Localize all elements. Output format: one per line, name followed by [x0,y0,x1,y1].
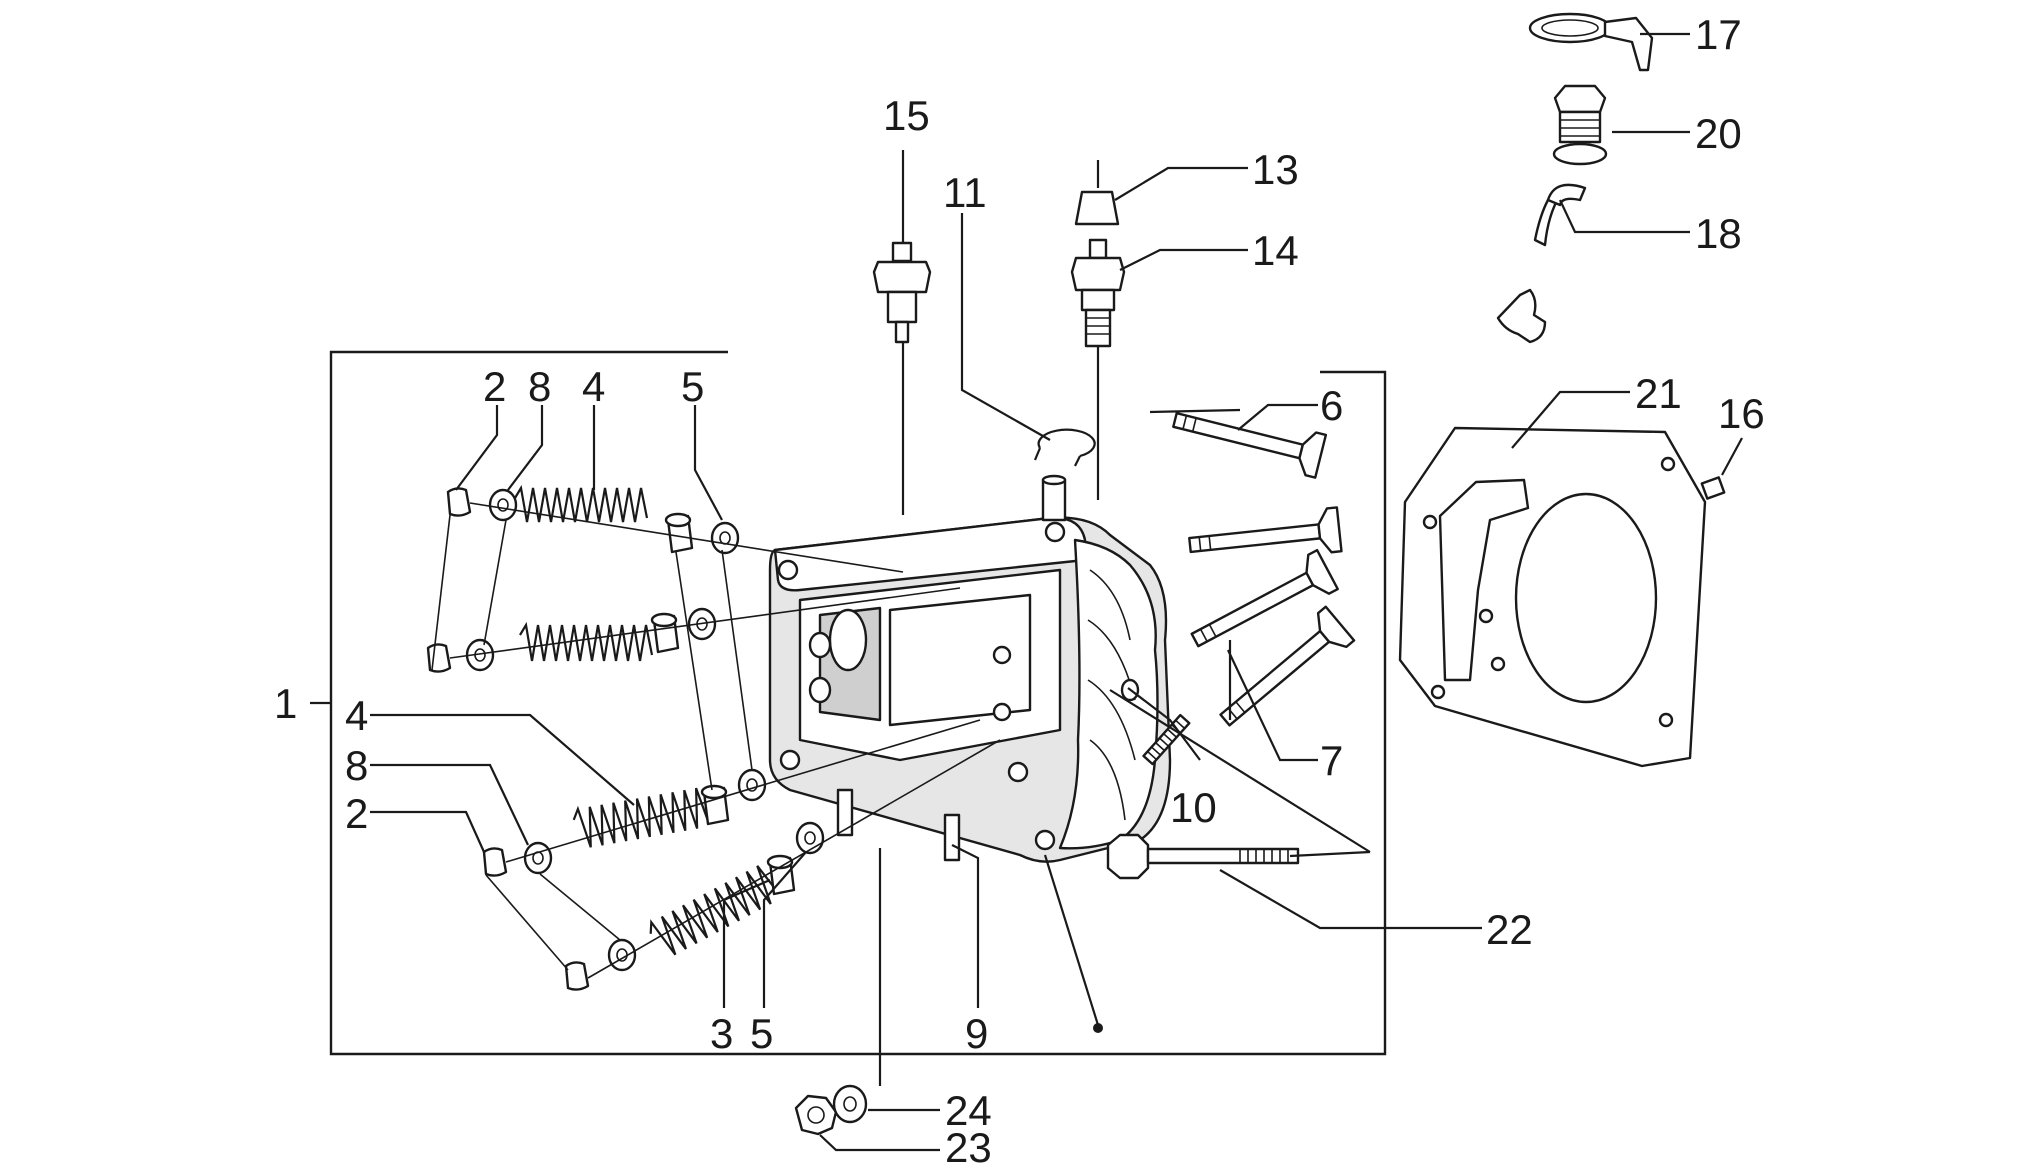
cylinder-head [768,474,1172,863]
assembly-lines [431,502,1001,979]
valve-cotter [426,487,590,991]
spark-plug [1070,238,1126,348]
cylinder-head-gasket [1398,426,1707,768]
label-9: 9 [965,1010,988,1057]
label-24: 24 [945,1087,992,1134]
label-17: 17 [1695,11,1742,58]
label-6: 6 [1320,382,1343,429]
label-5-lower: 5 [750,1010,773,1057]
label-16: 16 [1718,390,1765,437]
label-3: 3 [710,1010,733,1057]
nut-and-washer [794,1084,868,1136]
part-number-labels: 1 2 8 4 5 4 8 2 3 5 6 7 9 10 11 13 14 15… [274,11,1765,1165]
stud-bolt [1142,713,1191,766]
spark-plug-cap [1074,190,1120,226]
label-21: 21 [1635,370,1682,417]
label-13: 13 [1252,146,1299,193]
label-2-upper: 2 [483,363,506,410]
leader-lines [310,32,1743,1152]
circlip [1033,428,1096,467]
label-4-upper: 4 [582,363,605,410]
temperature-sensor [872,241,932,344]
spring-washer [465,488,637,972]
label-2-lower: 2 [345,790,368,837]
label-14: 14 [1252,227,1299,274]
label-22: 22 [1486,906,1533,953]
cylinder-head-assembly-box [329,350,1387,1056]
label-8-lower: 8 [345,742,368,789]
label-11: 11 [943,169,987,216]
label-20: 20 [1695,110,1742,157]
label-15: 15 [883,92,930,139]
cap-bracket [1528,12,1654,72]
label-5-upper: 5 [681,363,704,410]
valves [1172,412,1356,727]
label-7: 7 [1320,737,1343,784]
head-bolt [1106,833,1300,880]
breather-hose [1496,183,1587,344]
oil-filler-plug [1552,84,1608,166]
valve-spring [514,484,780,956]
label-10: 10 [1170,784,1217,831]
label-23: 23 [945,1124,992,1165]
label-1: 1 [274,680,297,727]
label-18: 18 [1695,210,1742,257]
label-4-lower: 4 [345,692,368,739]
label-8-upper: 8 [528,363,551,410]
dowel-pin [1700,476,1726,500]
